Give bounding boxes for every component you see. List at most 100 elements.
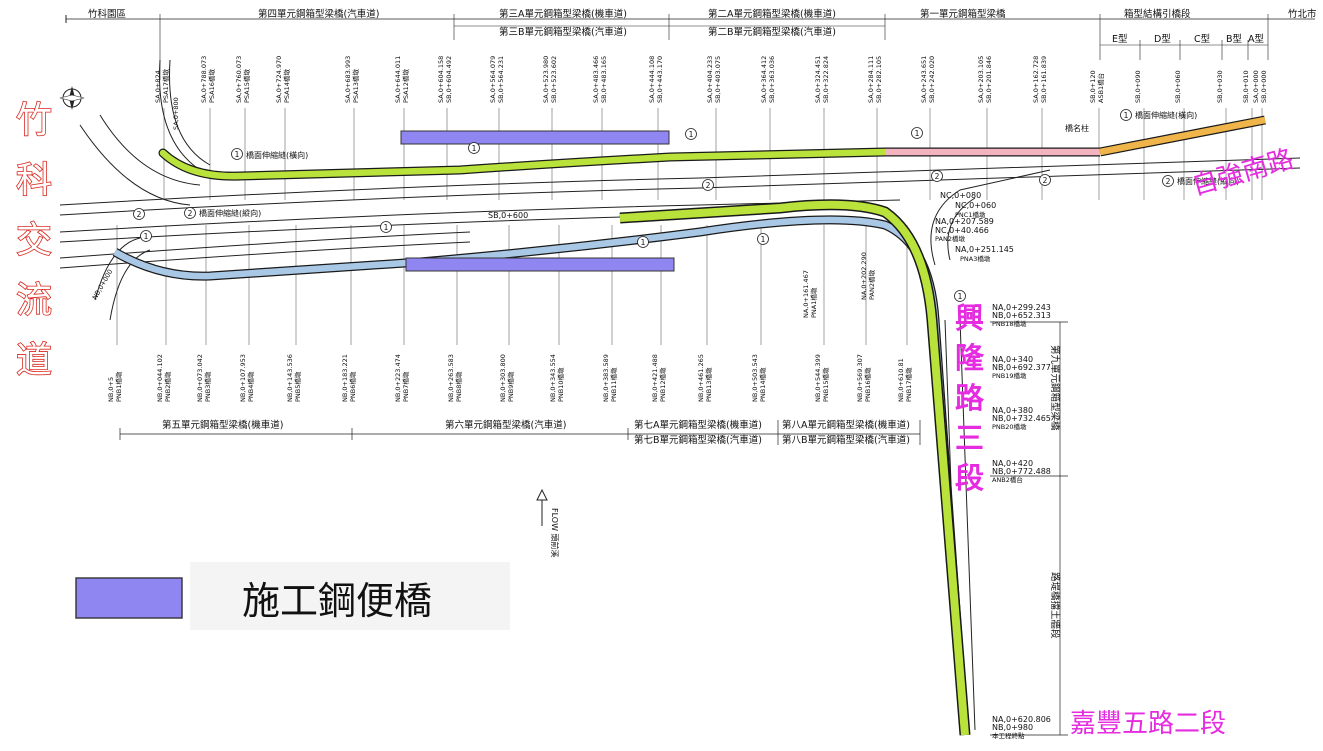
top-station-a: SA,0+000 — [1252, 70, 1260, 103]
note-na161: NA,0+161.467 — [802, 270, 810, 318]
svg-text:1: 1 — [761, 235, 766, 244]
lower-blue-ramp-deck — [113, 216, 969, 736]
note-nc060: NC,0+060 — [955, 201, 996, 210]
north-arrow-icon — [59, 86, 85, 110]
middle-green-bridge-deck — [619, 200, 969, 736]
bottom-station-b: PNB15橋墩 — [821, 367, 830, 402]
top-label-unit4: 第四單元鋼箱型梁橋(汽車道) — [258, 8, 379, 20]
right-station-c: ANB2橋台 — [992, 475, 1023, 484]
bottom-station-b: PNB6橋墩 — [348, 371, 357, 402]
bottom-station-b: PNB3橋墩 — [203, 371, 212, 402]
bottom-station-a: NB,0+223.474 — [394, 354, 402, 402]
svg-text:1: 1 — [958, 292, 963, 301]
top-label-unit2a: 第二A單元鋼箱型梁橋(機車道) — [708, 8, 836, 20]
flow-label: FLOW 頭前溪 — [550, 508, 560, 558]
bottom-station-a: NB,0+343.554 — [549, 354, 557, 402]
right-station-a: NA,0+299.243 — [992, 303, 1051, 312]
right-station-c: PNB20橋墩 — [992, 422, 1027, 431]
top-station-a: SA,0+760.073 — [235, 56, 243, 103]
top-station-b: SB,0+201.846 — [985, 56, 993, 103]
road-network — [59, 59, 1301, 731]
bottom-station-a: NB,0+183.221 — [341, 354, 349, 402]
place-label-hsinchu-interchange: 竹科交流道 — [15, 99, 53, 382]
place-label-jiafeng: 嘉豐五路二段 — [1070, 709, 1226, 739]
top-station-a: SA,0+824 — [154, 70, 162, 103]
right-label-embankment: 路堤橋擋土牆段 — [1049, 572, 1061, 639]
top-station-b: SB,0+443.170 — [656, 56, 664, 103]
top-label-unit1: 第一單元鋼箱型梁橋 — [920, 8, 1006, 20]
bottom-station-b: PNB4橋墩 — [246, 371, 255, 402]
note-pnc1: PNC1橋墩 — [955, 210, 986, 219]
callout-joint-transverse-1: 橋面伸縮縫(橫向) — [246, 150, 308, 160]
note-sb600: SB,0+600 — [488, 211, 528, 220]
top-station-a: SA,0+788.073 — [200, 56, 208, 103]
right-station-a: NA,0+340 — [992, 355, 1033, 364]
bottom-station-a: NB,0+044.102 — [156, 354, 164, 402]
top-station-b: SB,0+161.839 — [1040, 56, 1048, 103]
right-station-b: NB,0+692.377 — [992, 363, 1051, 372]
flow-arrow — [536, 488, 548, 526]
svg-text:1: 1 — [641, 238, 646, 247]
legend-swatch — [75, 577, 183, 619]
top-station-b: PSA14橋墩 — [282, 69, 291, 103]
svg-text:2: 2 — [1043, 176, 1048, 185]
svg-text:1: 1 — [144, 232, 149, 241]
note-nc040: NC,0+40.466 — [935, 226, 989, 235]
top-station-b: PSA16橋墩 — [207, 69, 216, 103]
bottom-station-b: PNB17橋墩 — [904, 367, 913, 402]
bottom-label-unit8b: 第八B單元鋼箱型梁橋(汽車道) — [782, 434, 910, 446]
pier-lines — [116, 108, 1263, 345]
top-station-a: SB,0+030 — [1216, 70, 1224, 103]
top-station-b: SB,0+403.075 — [714, 56, 722, 103]
top-station-b: SB,0+000 — [1260, 70, 1268, 103]
top-station-a: SB,0+120 — [1089, 70, 1097, 103]
bottom-station-a: NB,0+303.800 — [499, 354, 507, 402]
top-station-b: PSA12橋墩 — [401, 69, 410, 103]
svg-text:1: 1 — [1124, 111, 1129, 120]
svg-text:1: 1 — [384, 223, 389, 232]
upper-green-bridge-deck — [159, 148, 889, 180]
top-station-a: SA,0+523.980 — [542, 56, 550, 103]
bottom-station-a: NB,0+263.583 — [447, 354, 455, 402]
top-label-hsinchu-city: 竹北市 — [1288, 8, 1317, 20]
top-station-a: SA,0+162.728 — [1032, 56, 1040, 103]
svg-text:2: 2 — [1166, 177, 1171, 186]
bottom-station-a: NB,0+107.953 — [239, 354, 247, 402]
type-label-d: D型 — [1154, 34, 1171, 45]
top-station-b: PSA15橋墩 — [242, 69, 251, 103]
bottom-station-b: PNB16橋墩 — [863, 367, 872, 402]
top-station-b: SB,0+564.231 — [497, 56, 505, 103]
top-label-unit2b: 第二B單元鋼箱型梁橋(汽車道) — [708, 26, 836, 38]
temporary-steel-bridge-bottom — [405, 257, 675, 272]
bottom-label-unit5: 第五單元鋼箱型梁橋(機車道) — [162, 419, 283, 431]
top-station-a: SA,0+724.970 — [275, 56, 283, 103]
top-label-hsinchu-park: 竹科園區 — [88, 8, 126, 20]
bottom-station-a: NB,0+421.488 — [651, 354, 659, 402]
note-na207: NA,0+207.589 — [935, 217, 994, 226]
svg-text:2: 2 — [935, 172, 940, 181]
svg-text:2: 2 — [706, 181, 711, 190]
svg-text:1: 1 — [235, 150, 240, 159]
bottom-section-bar — [119, 420, 921, 445]
legend-panel — [190, 562, 510, 630]
bottom-station-a: NB,0+073.042 — [196, 354, 204, 402]
note-pna2: PAN2橋墩 — [867, 270, 876, 300]
note-pna1: PNA1橋墩 — [809, 287, 818, 318]
top-label-unit3a: 第三A單元鋼箱型梁橋(機車道) — [499, 8, 627, 20]
place-label-ziqiang: 自強南路 — [1189, 144, 1297, 202]
top-station-a: SA,0+683.993 — [344, 56, 352, 103]
bottom-station-b: PNB8橋墩 — [454, 371, 463, 402]
top-station-b: PSA13橋墩 — [351, 69, 360, 103]
top-station-b: ASB1橋台 — [1096, 73, 1105, 103]
callout-name-pillar: 橋名柱 — [1065, 123, 1089, 133]
bottom-station-b: PNB2橋墩 — [163, 371, 172, 402]
bottom-label-unit6: 第六單元鋼箱型梁橋(汽車道) — [445, 419, 566, 431]
top-station-a: SA,0+644.011 — [394, 56, 402, 103]
note-nb000: NB,0+000 — [91, 268, 115, 301]
bottom-station-a: NB,0+503.543 — [751, 354, 759, 402]
right-label-unit9: 第九單元鋼箱型梁橋 — [1049, 345, 1061, 431]
svg-text:2: 2 — [188, 209, 193, 218]
bottom-station-a: NB,0+610.81 — [897, 358, 905, 402]
right-station-b: NB,0+732.465 — [992, 414, 1051, 423]
